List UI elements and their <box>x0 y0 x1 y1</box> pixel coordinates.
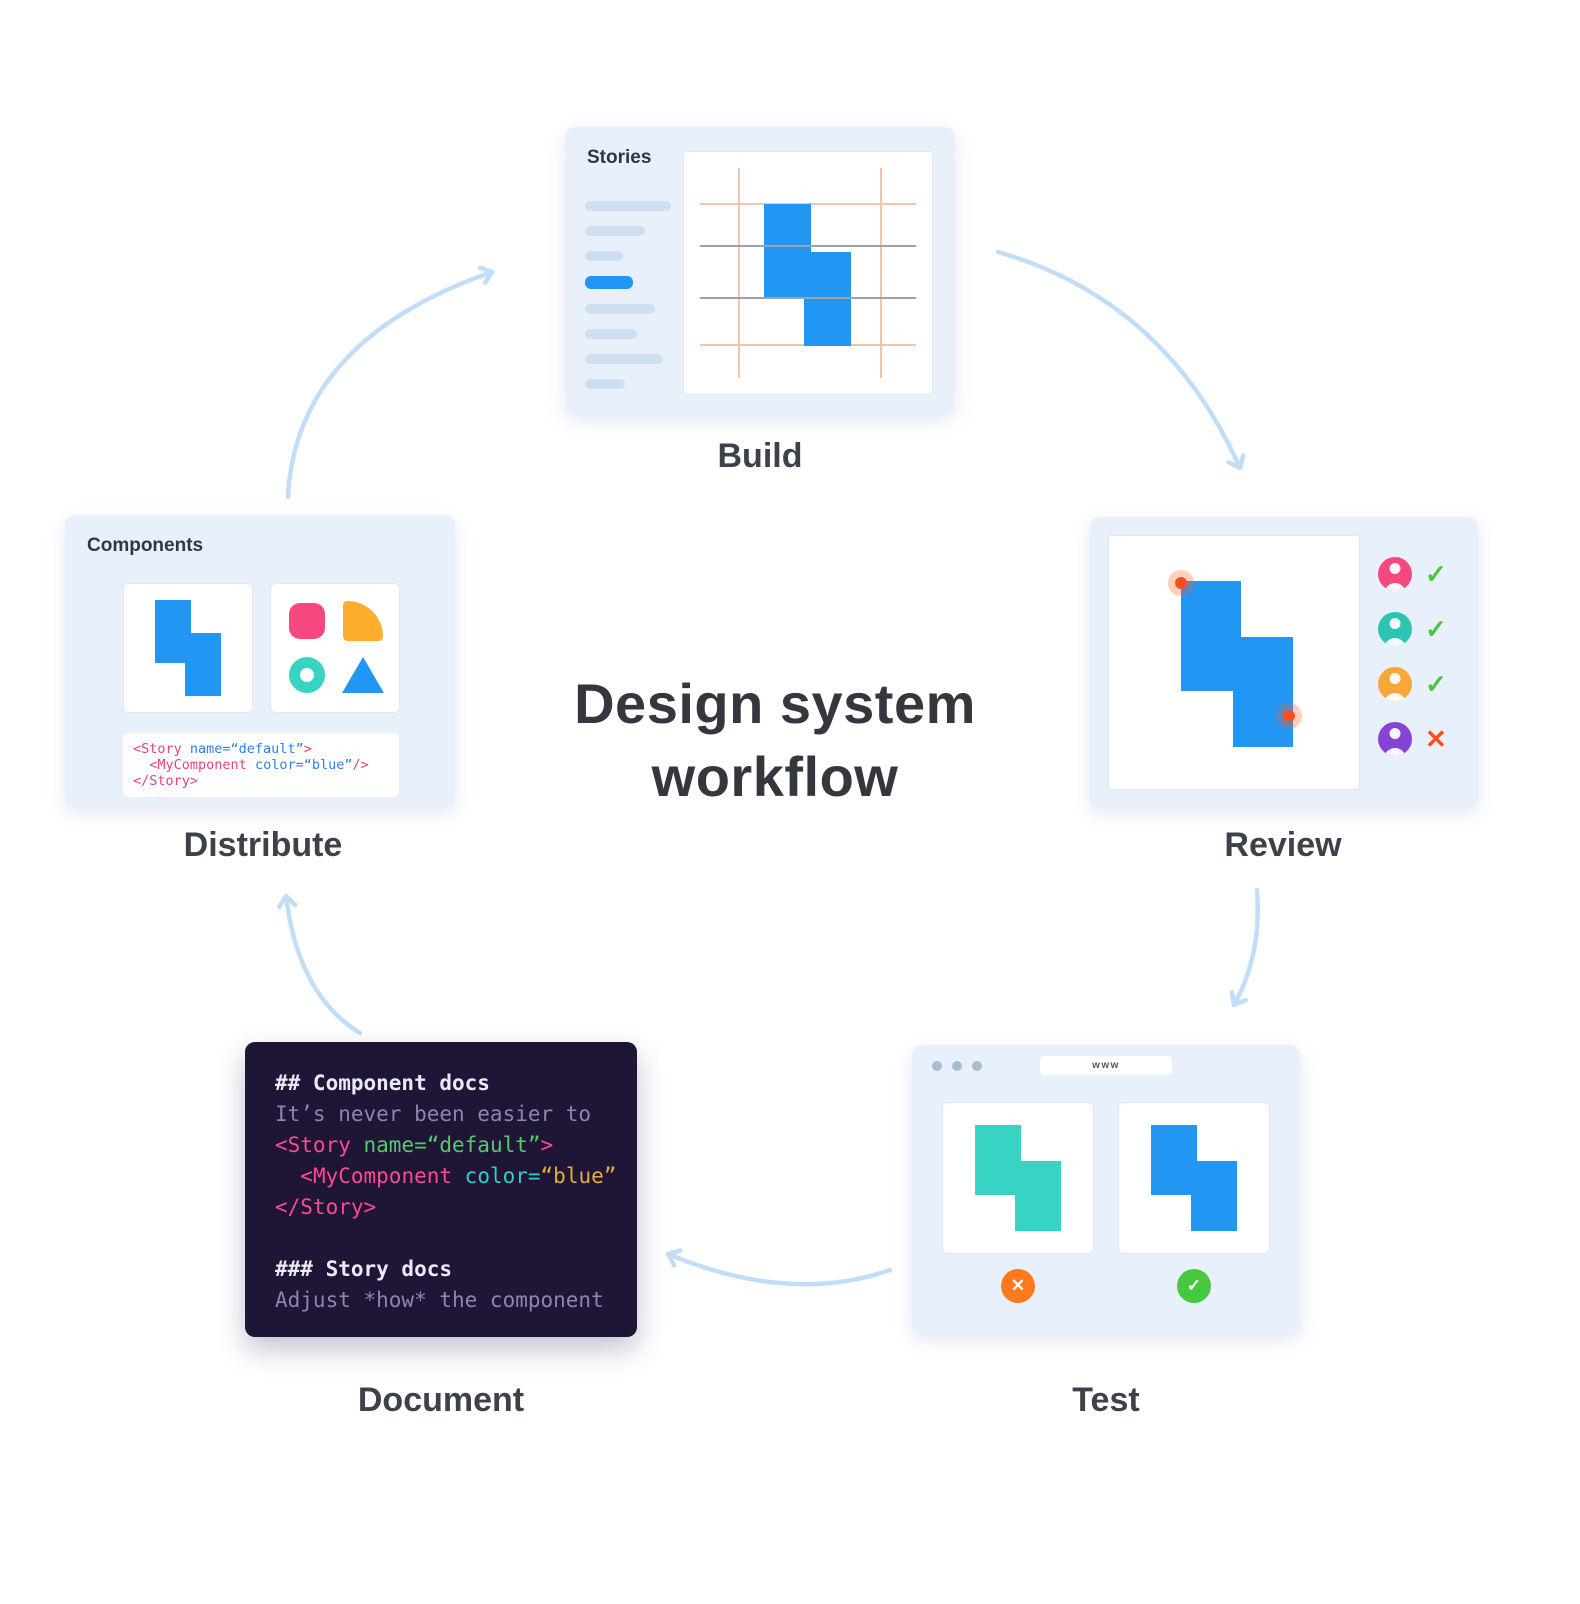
approved-check-icon: ✓ <box>1425 614 1447 644</box>
approved-check-icon: ✓ <box>1425 559 1447 589</box>
test-case-pass: ✓ <box>1118 1102 1270 1303</box>
address-bar: www <box>1040 1056 1172 1075</box>
stage-label-review: Review <box>1224 826 1342 864</box>
shape-grid <box>286 600 384 696</box>
component-shape <box>764 204 851 346</box>
component-shape <box>975 1125 1061 1231</box>
story-skeleton-bar <box>585 354 663 364</box>
pink-rounded-square-shape <box>289 603 325 639</box>
story-skeleton-bar <box>585 329 637 339</box>
pass-check-icon: ✓ <box>1177 1269 1211 1303</box>
test-stage-card: www ✕✓ <box>912 1045 1300 1335</box>
stage-label-test: Test <box>1072 1381 1140 1419</box>
grid-line <box>880 168 882 378</box>
snapshot-tile <box>1118 1102 1270 1254</box>
test-case-list: ✕✓ <box>942 1102 1270 1303</box>
build-canvas <box>683 151 933 395</box>
reviewer-row: ✓ <box>1378 557 1447 591</box>
reviewer-row: ✕ <box>1378 722 1447 756</box>
annotation-dot-icon <box>1175 577 1187 589</box>
rejected-cross-icon: ✕ <box>1425 724 1447 754</box>
component-shape <box>155 600 221 696</box>
measure-line <box>700 297 916 299</box>
arrow-test-to-document <box>665 1248 893 1287</box>
window-control-dot <box>952 1061 962 1071</box>
usage-code-block: <Story name=“default”> <MyComponent colo… <box>133 741 369 789</box>
story-skeleton-bar <box>585 226 645 236</box>
grid-line <box>738 168 740 378</box>
review-canvas <box>1108 535 1360 790</box>
approved-check-icon: ✓ <box>1425 669 1447 699</box>
diagram-title-line2: workflow <box>651 744 899 808</box>
stories-sidebar-list <box>585 201 671 389</box>
selected-story-bar <box>585 276 633 289</box>
diagram-title-line1: Design system <box>574 672 976 735</box>
yellow-quarter-circle-shape <box>343 601 383 641</box>
arrow-review-to-test <box>1229 887 1260 1008</box>
window-control-dot <box>972 1061 982 1071</box>
reviewer-avatar-icon <box>1378 612 1412 646</box>
component-preview-tile <box>123 583 253 713</box>
reviewer-list: ✓ ✓ ✓ ✕ <box>1378 557 1447 756</box>
reviewer-row: ✓ <box>1378 667 1447 701</box>
component-shape <box>1181 581 1293 747</box>
test-case-fail: ✕ <box>942 1102 1094 1303</box>
stage-label-document: Document <box>357 1381 525 1419</box>
reviewer-row: ✓ <box>1378 612 1447 646</box>
fail-cross-icon: ✕ <box>1001 1269 1035 1303</box>
diagram-title: Design system workflow <box>574 668 976 814</box>
stage-label-build: Build <box>717 437 803 475</box>
design-tokens-tile <box>270 583 400 713</box>
reviewer-avatar-icon <box>1378 722 1412 756</box>
usage-snippet-box: <Story name=“default”> <MyComponent colo… <box>123 733 399 797</box>
arrow-distribute-to-build <box>285 265 495 500</box>
review-stage-card: ✓ ✓ ✓ ✕ <box>1090 517 1478 808</box>
blue-triangle-shape <box>342 657 384 693</box>
window-control-dot <box>932 1061 942 1071</box>
story-skeleton-bar <box>585 379 625 389</box>
arrow-build-to-review <box>995 249 1246 471</box>
teal-donut-shape <box>289 657 325 693</box>
snapshot-tile <box>942 1102 1094 1254</box>
reviewer-avatar-icon <box>1378 667 1412 701</box>
build-stage-card: Stories <box>565 127 955 415</box>
arrow-document-to-distribute <box>277 893 363 1036</box>
story-skeleton-bar <box>585 304 655 314</box>
address-text: www <box>1092 1060 1120 1071</box>
annotation-dot-icon <box>1283 710 1295 722</box>
component-shape <box>1151 1125 1237 1231</box>
distribute-stage-card: Components <Story name=“default”> <MyCom… <box>65 515 455 808</box>
story-skeleton-bar <box>585 251 623 261</box>
components-panel-title: Components <box>87 535 204 556</box>
measure-line <box>700 245 916 247</box>
stories-panel-title: Stories <box>587 147 652 168</box>
story-skeleton-bar <box>585 201 671 211</box>
reviewer-avatar-icon <box>1378 557 1412 591</box>
stage-label-distribute: Distribute <box>183 826 343 864</box>
